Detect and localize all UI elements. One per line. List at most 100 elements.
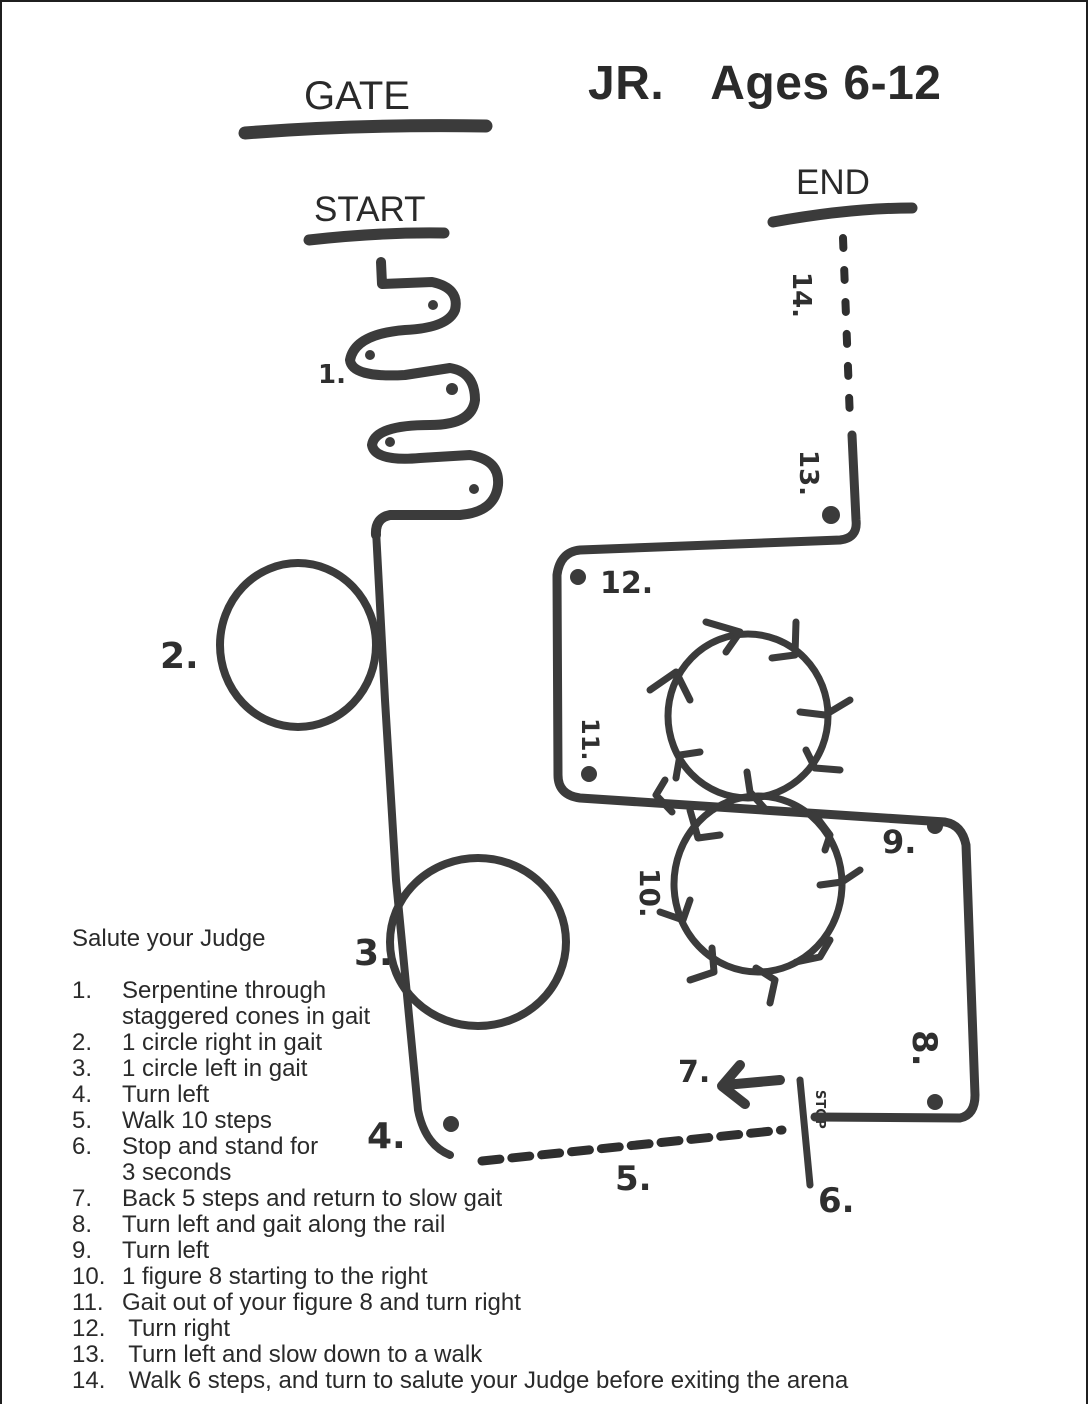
cone	[927, 818, 943, 834]
step-text: Gait out of your figure 8 and turn right	[122, 1289, 521, 1316]
step-text: Turn left and gait along the rail	[122, 1211, 446, 1238]
arrow-icon	[802, 746, 844, 774]
marker-12: 12.	[600, 566, 653, 601]
step-number: 12.	[72, 1315, 106, 1342]
arrow-icon	[811, 811, 834, 854]
list-item: 3.1 circle left in gait	[72, 1056, 848, 1082]
cone	[443, 1116, 459, 1132]
cone	[581, 766, 597, 782]
step-number: 6.	[72, 1133, 93, 1160]
circle-right	[216, 559, 380, 731]
list-item: 1. Serpentine through	[72, 978, 848, 1004]
ages-label: Ages 6-12	[710, 57, 942, 110]
arrow-icon	[686, 944, 718, 984]
arrow-icon	[656, 896, 694, 924]
arrow-icon	[646, 668, 694, 704]
step-number: 10.	[72, 1263, 106, 1290]
step-number: 8.	[72, 1211, 93, 1238]
main-line	[372, 526, 454, 1159]
list-item: 13. Turn left and slow down to a walk	[72, 1342, 848, 1368]
cone	[428, 300, 438, 310]
marker-2: 2.	[160, 636, 199, 677]
back-arrow-icon	[717, 1060, 785, 1109]
arrow-icon	[672, 748, 704, 782]
step-text-cont: staggered cones in gait	[122, 1003, 371, 1030]
step-number: 4.	[72, 1081, 93, 1108]
start-label: START	[314, 190, 426, 229]
start-underline	[303, 227, 450, 246]
list-item: 14. Walk 6 steps, and turn to salute you…	[72, 1368, 848, 1394]
step-text: Stop and stand for	[122, 1133, 319, 1160]
step-number: 9.	[72, 1237, 93, 1264]
cone	[385, 437, 395, 447]
step-number: 14.	[72, 1367, 106, 1394]
step-text-cont: 3 seconds	[122, 1159, 232, 1186]
direction-arrows	[646, 618, 864, 1007]
exit-dotted-line	[839, 234, 854, 424]
step-number: 5.	[72, 1107, 93, 1134]
list-item: 10. 1 figure 8 starting to the right	[72, 1264, 848, 1290]
cone	[469, 484, 479, 494]
list-item: 2. 1 circle right in gait	[72, 1030, 848, 1056]
marker-14: 14.	[786, 272, 816, 318]
circle-left	[386, 854, 570, 1030]
step-text: 1 circle right in gait	[122, 1029, 323, 1056]
list-item: 4.Turn left	[72, 1082, 848, 1108]
cone	[570, 569, 586, 585]
step-text: Turn right	[122, 1315, 231, 1342]
step-text: Turn left and slow down to a walk	[122, 1341, 483, 1368]
list-item: 5. Walk 10 steps	[72, 1108, 848, 1134]
arrow-icon	[702, 618, 744, 656]
step-number: 1.	[72, 977, 93, 1004]
step-text: Walk 10 steps	[122, 1107, 272, 1134]
marker-6: 6.	[818, 1181, 855, 1221]
page-title: JR. Ages 6-12	[588, 56, 941, 111]
walk-dashed-line	[477, 1125, 787, 1166]
instruction-list: 1. Serpentine through staggered cones in …	[72, 978, 848, 1394]
arrow-icon	[792, 936, 834, 966]
list-item: staggered cones in gait	[72, 1004, 848, 1030]
step-number: 13.	[72, 1341, 106, 1368]
marker-9: 9.	[882, 823, 916, 861]
cone	[446, 383, 458, 395]
step-number: 7.	[72, 1185, 93, 1212]
gate-underline	[238, 119, 493, 140]
marker-4: 4.	[367, 1116, 406, 1157]
stop-line	[796, 1076, 814, 1189]
step-number: 3.	[72, 1055, 93, 1082]
marker-8: 8.	[904, 1030, 944, 1067]
end-underline	[767, 202, 918, 228]
marker-1: 1.	[318, 360, 346, 390]
marker-11: 11.	[576, 718, 604, 761]
list-item: 7. Back 5 steps and return to slow gait	[72, 1186, 848, 1212]
step-text: 1 figure 8 starting to the right	[122, 1263, 428, 1290]
cone	[822, 506, 840, 524]
step-text: Turn left	[122, 1237, 210, 1264]
step-number: 11.	[72, 1289, 104, 1316]
marker-7: 7.	[678, 1055, 710, 1090]
step-text: Serpentine through	[122, 977, 327, 1004]
step-text: Walk 6 steps, and turn to salute your Ju…	[122, 1367, 849, 1394]
arrow-icon	[686, 806, 724, 842]
list-item: 11. Gait out of your figure 8 and turn ri…	[72, 1290, 848, 1316]
cone	[927, 1094, 943, 1110]
marker-10: 10.	[633, 868, 666, 918]
step-text: Back 5 steps and return to slow gait	[122, 1185, 503, 1212]
marker-5: 5.	[615, 1159, 652, 1199]
step-number: 2.	[72, 1029, 93, 1056]
list-item: 8. Turn left and gait along the rail	[72, 1212, 848, 1238]
salute-instruction: Salute your Judge	[72, 925, 266, 952]
list-item: 12. Turn right	[72, 1316, 848, 1342]
serpentine-path	[345, 257, 504, 540]
list-item: 9. Turn left	[72, 1238, 848, 1264]
marker-13: 13.	[793, 450, 823, 496]
arrow-icon	[768, 618, 800, 662]
arrow-icon	[796, 696, 854, 719]
gate-label: GATE	[304, 74, 410, 118]
cone	[365, 350, 375, 360]
end-label: END	[796, 163, 870, 202]
rail-path	[552, 430, 980, 1123]
division-label: JR.	[588, 57, 665, 110]
